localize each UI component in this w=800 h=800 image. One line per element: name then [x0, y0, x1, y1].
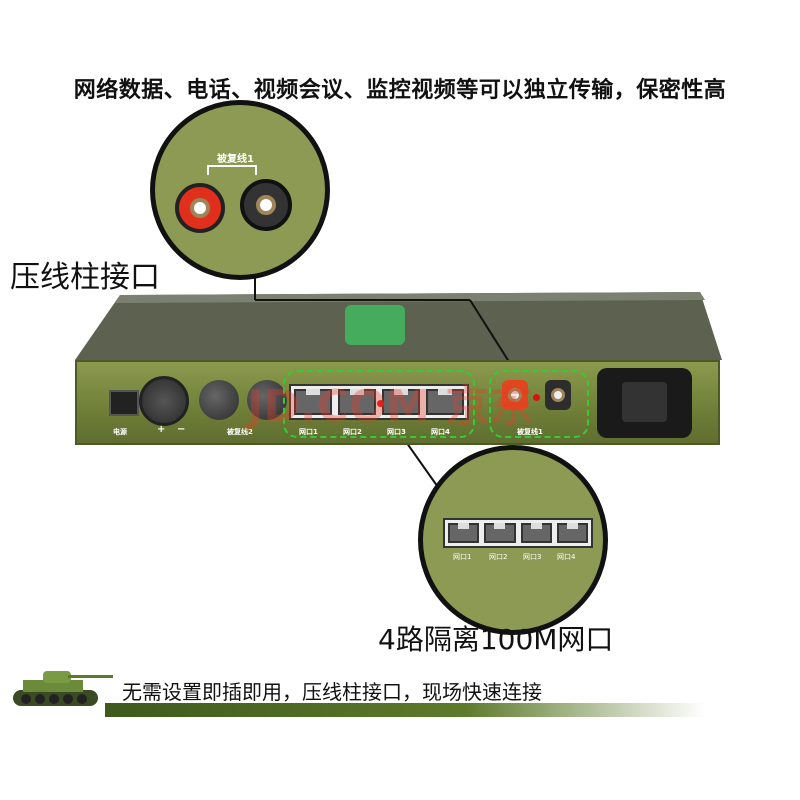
ports-callout-label: 4路隔离100M网口: [378, 623, 614, 656]
red-binding-post-zoom: [175, 183, 225, 233]
port-label-zoom: 网口3: [523, 553, 542, 561]
line2-knob: [199, 380, 239, 420]
headline: 网络数据、电话、视频会议、监控视频等可以独立传输，保密性高: [73, 78, 727, 103]
terminal-highlight: [489, 370, 589, 438]
line2-label: 被复线2: [227, 428, 253, 436]
device-front-panel: 电源 + − 被复线2 网口1 网口2 网口3 网口4 被复线1 JD.COM …: [75, 360, 720, 445]
power-label: 电源: [113, 428, 127, 436]
port-label-4: 网口4: [431, 428, 450, 436]
ethernet-port-4[interactable]: [426, 389, 464, 415]
ethernet-port-zoom: [556, 523, 588, 543]
ports-zoom: [443, 518, 593, 548]
tank-icon: [13, 671, 113, 706]
ac-power-inlet: [597, 368, 692, 438]
ethernet-port-zoom: [484, 523, 516, 543]
ethernet-port-2[interactable]: [338, 389, 376, 415]
fuse-cap: [139, 376, 189, 426]
bracket: [207, 165, 257, 175]
terminal-magnifier: 被复线1: [150, 100, 330, 280]
line1-label-zoom: 被复线1: [217, 154, 254, 165]
port-label-zoom: 网口1: [453, 553, 472, 561]
line2-knob: [247, 380, 287, 420]
minus-label: −: [177, 424, 186, 435]
callout-dot: [533, 394, 540, 401]
port-label-1: 网口1: [299, 428, 318, 436]
black-binding-post-zoom: [240, 179, 292, 231]
port-label-2: 网口2: [343, 428, 362, 436]
watermark: JD.COM 京东: [247, 381, 534, 432]
power-jack: [109, 390, 139, 416]
port-label-zoom: 网口2: [489, 553, 508, 561]
black-binding-post: [545, 380, 571, 410]
ports-magnifier: 网口1 网口2 网口3 网口4: [418, 445, 608, 635]
banner-text: 无需设置即插即用，压线柱接口，现场快速连接: [122, 680, 542, 704]
banner-bar: [105, 703, 705, 717]
line1-label: 被复线1: [517, 428, 543, 436]
port-label-zoom: 网口4: [557, 553, 576, 561]
plus-label: +: [157, 424, 166, 435]
callout-dot: [377, 400, 384, 407]
port-label-3: 网口3: [387, 428, 406, 436]
red-binding-post: [502, 380, 528, 410]
ethernet-port-zoom: [448, 523, 480, 543]
ethernet-port-3[interactable]: [382, 389, 420, 415]
ethernet-port-1[interactable]: [294, 389, 332, 415]
terminal-callout-label: 压线柱接口: [10, 260, 160, 295]
ethernet-port-zoom: [520, 523, 552, 543]
ports-highlight: [283, 370, 475, 438]
